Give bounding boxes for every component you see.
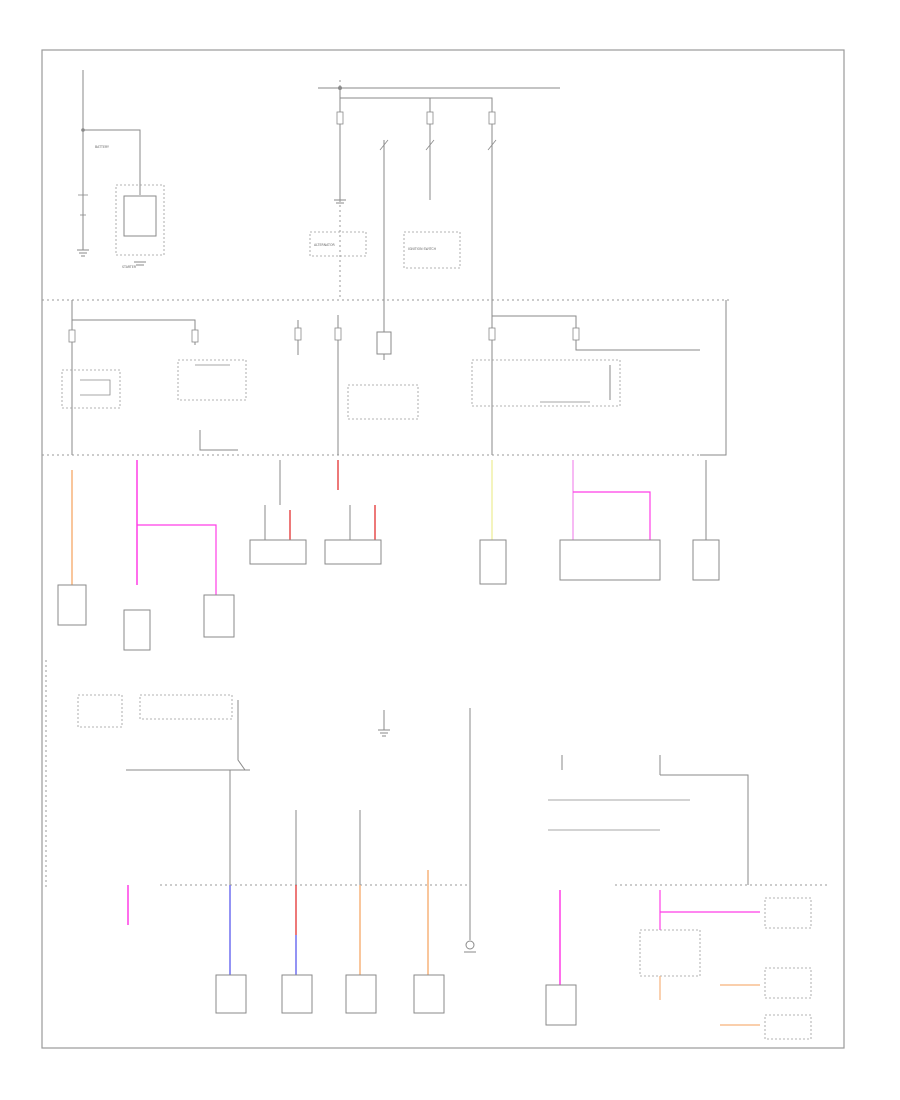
relay-row	[61, 300, 727, 456]
diagram-frame	[41, 49, 845, 1049]
fuse-2	[426, 111, 434, 125]
chassis-ground-icon	[378, 729, 390, 737]
starter-icon	[123, 195, 157, 237]
front-window-defogger-icon	[324, 539, 382, 565]
relay-fuse-1	[68, 329, 76, 343]
power-window-icon	[479, 539, 507, 585]
connector-right-1	[764, 897, 812, 929]
diode-icon	[376, 331, 392, 355]
blower-motor-icon	[545, 984, 577, 1026]
sensor-icon	[123, 609, 151, 651]
wire-pink-3	[573, 491, 651, 540]
fan-relay-box	[61, 369, 121, 409]
starter-connector	[115, 184, 165, 256]
battery-starter-circuit	[77, 70, 165, 266]
underhood-fuse-box	[309, 80, 560, 300]
relay-fuse-6	[572, 327, 580, 341]
relay-fuse-4	[334, 327, 342, 341]
relay-box-lower-right	[639, 929, 701, 977]
control-unit-icon	[203, 594, 235, 638]
load-row	[57, 460, 720, 651]
starter-label: STARTER	[122, 265, 137, 269]
ground-point-icon	[464, 940, 476, 953]
relay-fuse-2	[191, 329, 199, 343]
rear-window-defogger-icon	[249, 539, 307, 565]
alternator-ground-icon	[334, 199, 346, 204]
connector-group-center	[139, 694, 233, 720]
lamp-right-icon	[413, 974, 445, 1014]
alternator-label: ALTERNATOR	[314, 243, 335, 247]
ac-relay-box	[471, 359, 621, 407]
clutch-relay-box	[177, 359, 247, 401]
rear-light-icon	[559, 539, 661, 581]
horn-icon	[57, 584, 87, 626]
battery-label: BATTERY	[95, 145, 109, 149]
audio-unit-icon	[692, 539, 720, 581]
fuse-3	[488, 111, 496, 125]
ignition-switch-block	[403, 231, 461, 269]
ignition-switch-label: IGNITION SWITCH	[408, 247, 437, 251]
starter-ground-icon	[134, 261, 146, 266]
connector-group-left	[77, 694, 123, 728]
lamp-left-icon	[345, 974, 377, 1014]
connector-right-3	[764, 1014, 812, 1040]
fuse-1	[336, 111, 344, 125]
door-lock-actuator-right-icon	[281, 974, 313, 1014]
relay-fuse-5	[488, 327, 496, 341]
junction-box-relay	[347, 384, 419, 420]
wire-pink-branch	[137, 524, 217, 595]
alternator-connector	[309, 231, 367, 257]
lower-circuits	[77, 694, 812, 1040]
relay-fuse-3	[294, 327, 302, 341]
connector-right-2	[764, 967, 812, 999]
door-lock-actuator-left-icon	[215, 974, 247, 1014]
battery-ground-icon	[77, 249, 89, 257]
